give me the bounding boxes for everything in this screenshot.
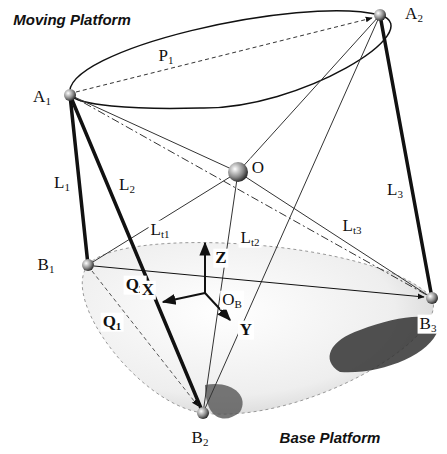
symbol-label: A1 <box>31 88 53 107</box>
symbol-base: L <box>343 216 353 235</box>
symbol-subscript: 3 <box>431 322 437 334</box>
symbol-subscript: 1 <box>64 181 70 193</box>
symbol-subscript: t3 <box>353 224 362 236</box>
symbol-subscript: 1 <box>168 54 174 66</box>
symbol-label: A2 <box>403 5 425 24</box>
symbol-base: Q <box>103 312 116 331</box>
symbol-base: P <box>159 46 168 65</box>
legs <box>70 15 432 413</box>
symbol-base: L <box>119 175 129 194</box>
symbol-label: O <box>250 159 266 178</box>
joint-ball <box>374 9 386 21</box>
link-line <box>70 95 432 298</box>
symbol-base: Q <box>126 275 139 294</box>
symbol-label: B3 <box>418 315 439 334</box>
symbol-label: Y <box>238 321 254 340</box>
symbol-label: Z <box>213 249 228 268</box>
symbol-base: A <box>405 4 417 23</box>
symbol-subscript: 3 <box>397 188 403 200</box>
symbol-label: L1 <box>52 174 72 193</box>
leg-line <box>380 15 432 298</box>
symbol-subscript: 1 <box>49 263 55 275</box>
symbol-subscript: t1 <box>161 228 170 240</box>
link-line <box>70 95 238 172</box>
base-shadow <box>205 384 243 419</box>
platform-title: Moving Platform <box>11 12 133 29</box>
symbol-label: X <box>140 281 156 300</box>
link-line <box>238 15 380 172</box>
joint-ball <box>426 292 438 304</box>
joint-ball <box>82 259 94 271</box>
symbol-label: OB <box>220 291 244 310</box>
symbol-base: L <box>151 220 161 239</box>
symbol-subscript: 2 <box>129 183 135 195</box>
symbol-label: B1 <box>36 256 57 275</box>
center-ball <box>228 162 248 182</box>
symbol-label: B2 <box>190 429 211 448</box>
link-line <box>238 172 432 298</box>
symbol-subscript: t2 <box>251 236 260 248</box>
axis-arrow <box>204 243 206 293</box>
symbol-subscript: 1 <box>116 320 122 332</box>
symbol-base: B <box>192 428 203 447</box>
link-line <box>203 15 380 413</box>
symbol-base: L <box>54 173 64 192</box>
symbol-label: Lt3 <box>341 217 364 236</box>
joint-ball <box>197 407 209 419</box>
symbol-base: B <box>420 314 431 333</box>
axis-arrow <box>163 293 205 302</box>
symbol-label: P1 <box>157 47 176 66</box>
symbol-label: Lt2 <box>239 229 262 248</box>
symbol-base: B <box>38 255 49 274</box>
joint-ball <box>64 89 76 101</box>
symbol-label: L3 <box>385 181 405 200</box>
vector-arrow <box>92 271 198 406</box>
vector-arrow <box>76 18 372 92</box>
symbol-base: A <box>33 87 45 106</box>
symbol-base: O <box>222 290 234 309</box>
platform-title: Base Platform <box>278 430 383 447</box>
symbol-subscript: 2 <box>417 12 423 24</box>
leg-line <box>70 95 203 413</box>
symbol-label: Q1 <box>101 313 124 332</box>
symbol-label: L2 <box>117 176 137 195</box>
symbol-base: L <box>241 228 251 247</box>
symbol-label: Lt1 <box>149 221 172 240</box>
symbol-base: L <box>387 180 397 199</box>
symbol-subscript: B <box>234 298 241 310</box>
symbol-subscript: 1 <box>45 95 51 107</box>
symbol-subscript: 2 <box>203 436 209 448</box>
thin-links <box>70 15 432 413</box>
